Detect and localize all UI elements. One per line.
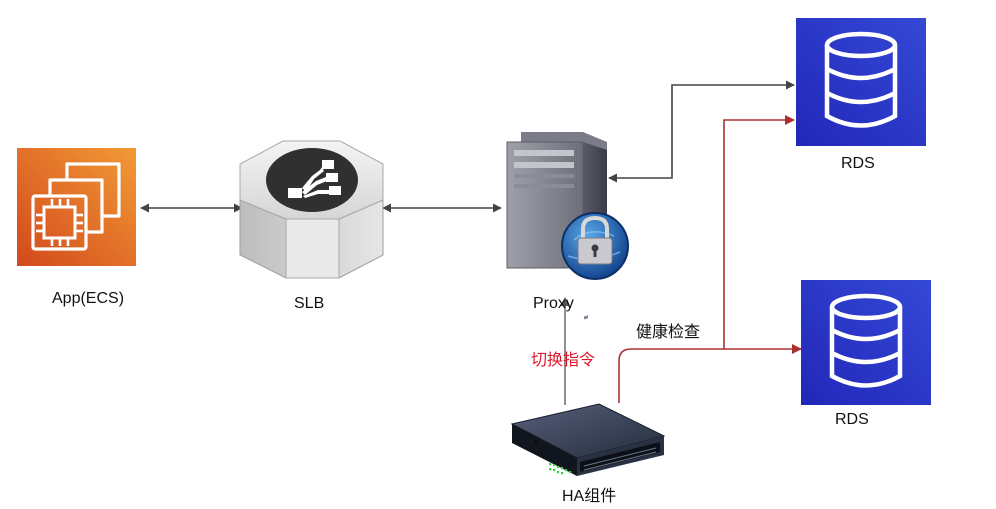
ha-label: HA组件: [562, 488, 617, 505]
slb-label: SLB: [294, 295, 325, 312]
ec2-instance-icon: [17, 148, 136, 266]
health-check-to-rds-top: [618, 115, 795, 403]
proxy-label: Proxy: [533, 295, 574, 312]
load-balancer-icon: [239, 140, 384, 279]
switch-command-label: 切换指令: [531, 352, 596, 369]
database-icon-bottom: [801, 280, 931, 405]
network-switch-icon: [510, 315, 666, 476]
connector-proxy-rds-top: [608, 80, 795, 183]
rds-bottom-label: RDS: [835, 411, 869, 428]
rds-top-label: RDS: [841, 155, 875, 172]
health-check-label: 健康检查: [636, 324, 701, 341]
database-icon-top: [796, 18, 926, 146]
secure-server-icon: [506, 132, 629, 280]
app-label: App(ECS): [52, 290, 125, 307]
